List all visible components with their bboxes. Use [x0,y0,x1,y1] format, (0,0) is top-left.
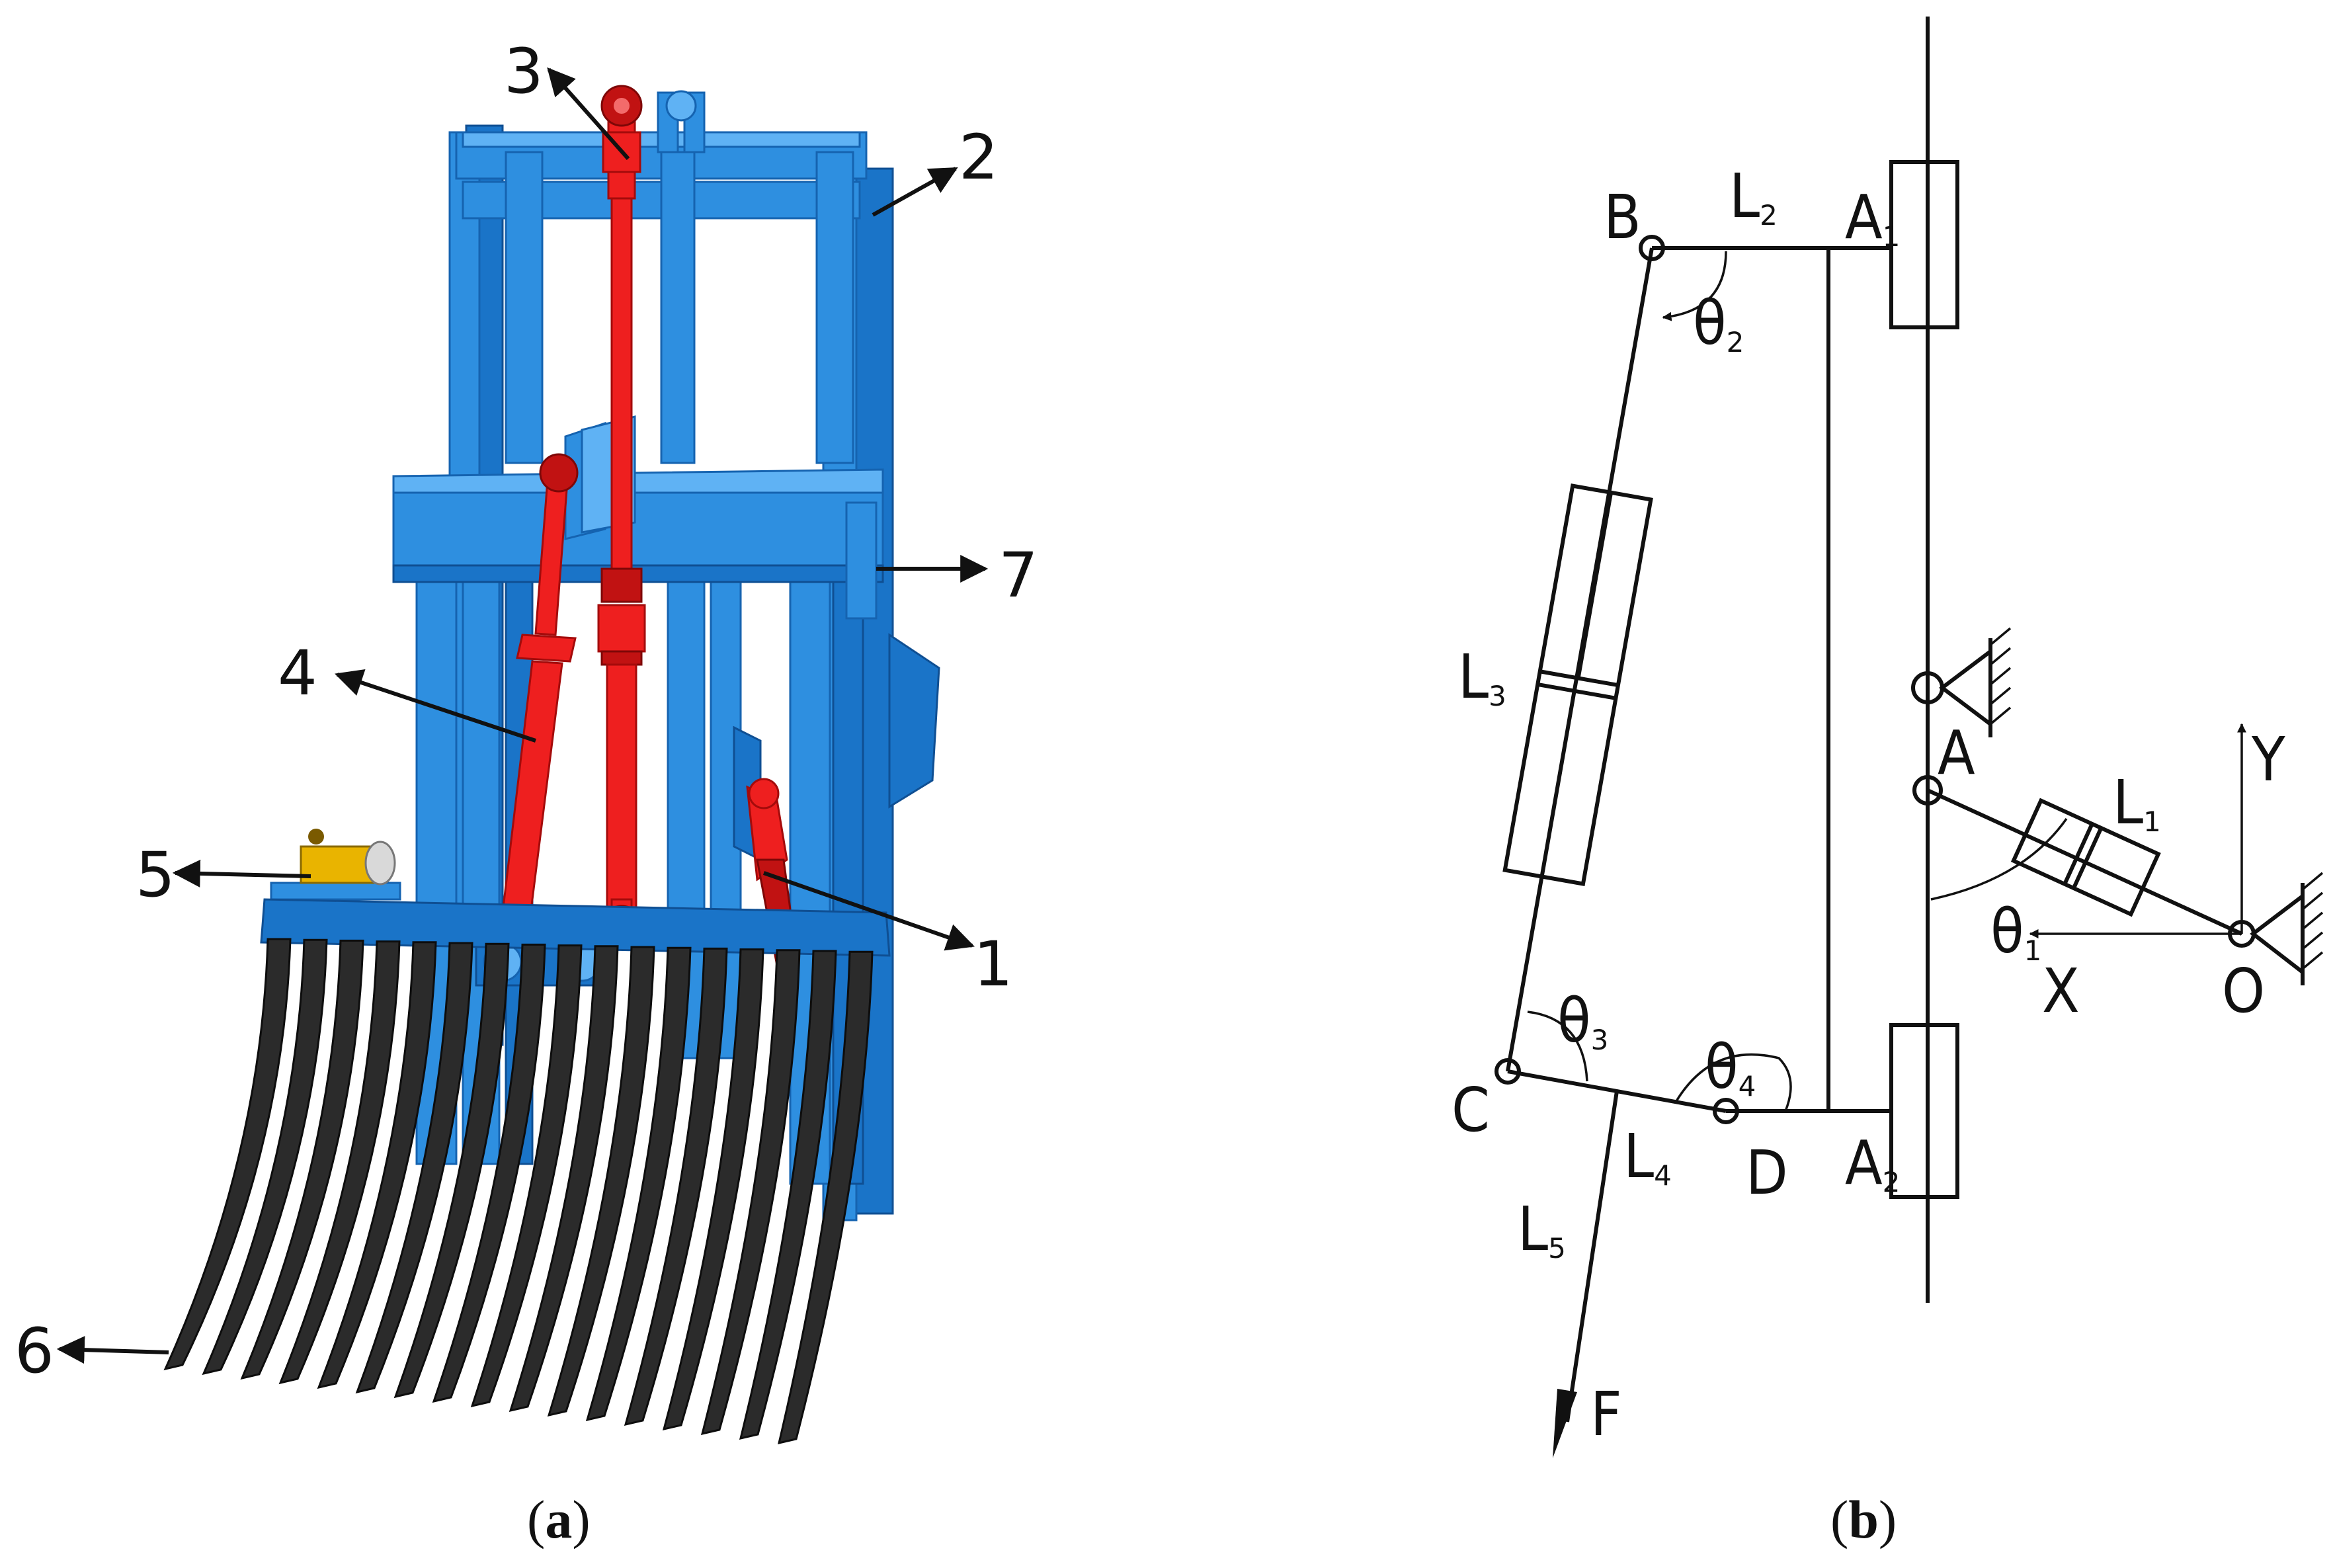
angle-arc-t4 [1675,1053,1792,1112]
label-l4: L4 [1623,1121,1672,1192]
vibrator-motor [270,829,401,901]
panel-a-callouts: 3 2 7 4 5 1 6 [15,36,1038,1387]
label-l1: L1 [2113,767,2161,838]
rake-tine [547,946,655,1417]
rake-tine [662,948,764,1431]
callout-1: 1 [973,928,1013,1001]
label-b: B [1604,182,1641,253]
link-l3 [1506,247,1654,1072]
rake-tine [317,941,437,1389]
label-l2: L2 [1729,161,1778,231]
rake-tine [585,946,692,1422]
slider-a1 [1889,160,1959,329]
panel-b-schematic [1494,17,2324,1458]
label-theta4: θ4 [1705,1032,1756,1102]
callout-5: 5 [136,839,175,911]
caption-a: (a) [527,1489,591,1549]
rake-tine [240,939,364,1380]
force-arrowhead [1553,1389,1577,1458]
joint-d [1713,1098,1739,1124]
callout-6: 6 [15,1315,54,1387]
label-a: A [1938,718,1975,788]
label-l3: L3 [1458,641,1506,712]
rake-tine [470,944,583,1408]
rake-tines [163,938,874,1445]
rake-tine [163,938,292,1371]
callout-2: 2 [959,122,999,194]
joint-b [1639,235,1665,261]
caption-b: (b) [1830,1489,1897,1549]
rake-tine [278,940,401,1385]
callout-3: 3 [504,36,544,108]
rake-tine [393,942,510,1399]
rake-tine [700,949,801,1436]
label-l5: L5 [1518,1194,1566,1264]
rake-tine [777,950,874,1445]
label-y: Y [2251,724,2285,795]
label-f: F [1590,1379,1622,1450]
label-theta1: θ1 [1990,896,2041,967]
label-x: X [2042,956,2080,1026]
angle-arc-t3 [1527,1011,1588,1082]
rake-tine [432,943,546,1403]
callout-4: 4 [278,638,317,710]
panel-b-labels: B L2 A1 θ2 L3 A L1 Y θ1 X O θ3 θ4 C L4 D… [1452,161,2285,1450]
label-a1: A1 [1845,182,1900,253]
side-bracket [845,501,878,620]
label-d: D [1746,1137,1788,1208]
rake-tine [509,945,619,1413]
label-o: O [2222,956,2265,1026]
rake-tine [355,942,473,1394]
label-theta3: θ3 [1557,985,1608,1056]
joint-a [1912,775,1943,805]
label-theta2: θ2 [1693,288,1744,358]
rake-tine [624,947,728,1426]
panel-a-machine [163,85,940,1445]
angle-arc-t1 [1930,817,2068,901]
callout-7: 7 [999,540,1038,612]
rake-tine [739,950,837,1440]
force-line [1565,1091,1619,1423]
rake-tine [202,938,328,1376]
label-a2: A2 [1845,1128,1900,1198]
joint-c [1494,1058,1521,1085]
angle-arc-t2 [1662,251,1727,321]
label-c: C [1452,1075,1490,1145]
slider-a2 [1889,1023,1959,1199]
